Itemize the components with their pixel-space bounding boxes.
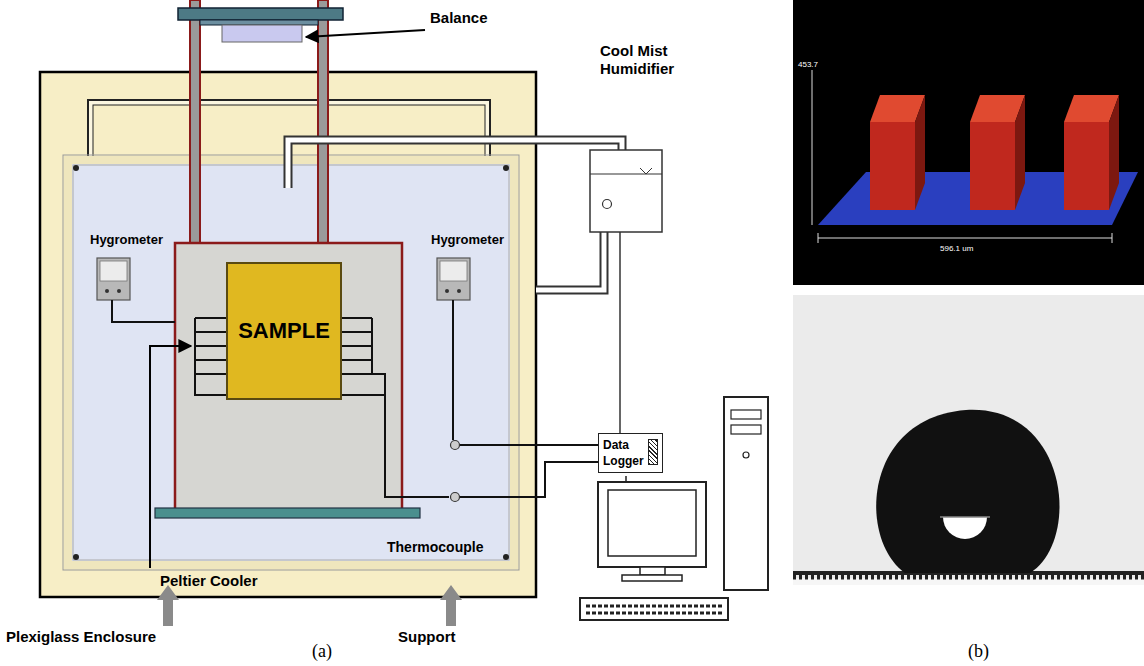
part-label: Cool Mist Humidifier [600,42,696,78]
part-label: Hygrometer [431,232,504,248]
node-text: Data Logger [603,437,647,469]
part-label: Peltier Cooler [160,572,258,590]
node-text: SAMPLE [238,318,330,344]
part-label: Hygrometer [90,232,163,248]
panel-letter: (b) [968,641,989,663]
axis-value: 453.7 [798,60,818,70]
sample-block: SAMPLE [226,262,342,400]
axis-value: 596.1 um [940,244,973,254]
part-label: Thermocouple [387,539,483,556]
panel-letter: (a) [312,641,332,663]
part-label: Support [398,628,456,646]
part-label: Plexiglass Enclosure [6,628,156,646]
logger-indicator [648,439,658,465]
data-logger-box: Data Logger [598,433,663,473]
part-label: Balance [430,9,488,27]
